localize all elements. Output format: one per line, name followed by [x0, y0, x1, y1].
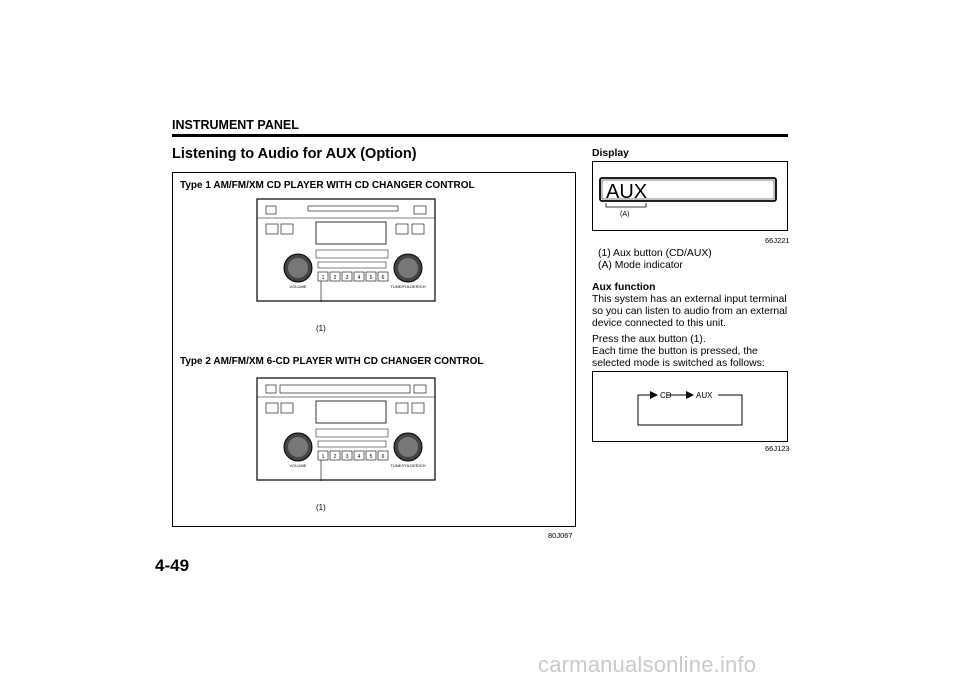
- figure-code: 80J067: [548, 531, 573, 540]
- preset-buttons: 1 2 3 4 5 6: [317, 271, 389, 282]
- aux-para1-line1: This system has an external input termin…: [592, 294, 787, 305]
- volume-label: VOLUME: [290, 463, 307, 468]
- aux-para2-line3: selected mode is switched as follows:: [592, 358, 765, 369]
- radio-unit-type2: 1 2 3 4 5 6 VOLUME TUNE/FOLDER/CH: [256, 377, 436, 481]
- preset-number: 3: [346, 275, 349, 281]
- preset-number: 2: [334, 275, 337, 281]
- mode-cycle-diagram: CD AUX: [592, 371, 788, 442]
- aux-para2-line2: Each time the button is pressed, the: [592, 346, 758, 357]
- arrow-icon: [650, 391, 658, 399]
- preset-button: [329, 271, 341, 282]
- preset-button: [377, 271, 389, 282]
- preset-number: 4: [358, 275, 361, 281]
- radio-figure: [172, 172, 576, 527]
- section-header: INSTRUMENT PANEL: [172, 118, 299, 132]
- preset-number: 5: [370, 454, 373, 460]
- volume-label: VOLUME: [290, 284, 307, 289]
- preset-number: 6: [382, 275, 385, 281]
- mode-indicator-label: (A): [620, 211, 629, 218]
- preset-number: 1: [322, 275, 325, 281]
- preset-button: [317, 271, 329, 282]
- mode-aux: AUX: [696, 391, 713, 400]
- preset-button: [365, 450, 377, 461]
- tune-label: TUNE/FOLDER/CH: [390, 463, 425, 468]
- preset-number: 2: [334, 454, 337, 460]
- callout-1-type1: (1): [316, 324, 326, 333]
- mode-cd: CD: [660, 391, 672, 400]
- preset-button: [377, 450, 389, 461]
- aux-function-heading: Aux function: [592, 282, 656, 293]
- display-figure: AUX (A): [592, 161, 788, 231]
- legend-a: (A) Mode indicator: [598, 260, 683, 271]
- mode-diagram-code: 66J123: [765, 444, 790, 453]
- display-text: AUX: [606, 181, 647, 203]
- callout-1-type2: (1): [316, 503, 326, 512]
- aux-para1-line3: device connected to this unit.: [592, 318, 727, 329]
- preset-button: [341, 271, 353, 282]
- arrow-icon: [686, 391, 694, 399]
- preset-buttons: 1 2 3 4 5 6: [317, 450, 389, 461]
- preset-button: [353, 450, 365, 461]
- preset-button: [341, 450, 353, 461]
- preset-number: 5: [370, 275, 373, 281]
- display-code: 66J221: [765, 236, 790, 245]
- watermark: carmanualsonline.info: [538, 652, 757, 677]
- legend-1: (1) Aux button (CD/AUX): [598, 248, 712, 259]
- tune-label: TUNE/FOLDER/CH: [390, 284, 425, 289]
- preset-button: [365, 271, 377, 282]
- preset-number: 6: [382, 454, 385, 460]
- header-rule: [172, 134, 788, 137]
- preset-number: 3: [346, 454, 349, 460]
- preset-number: 1: [322, 454, 325, 460]
- preset-button: [317, 450, 329, 461]
- display-heading: Display: [592, 148, 629, 159]
- radio-unit-type1: 1 2 3 4 5 6 VOLUME TUNE/FOLDER/CH: [256, 198, 436, 302]
- type1-label: Type 1 AM/FM/XM CD PLAYER WITH CD CHANGE…: [180, 180, 475, 191]
- type2-label: Type 2 AM/FM/XM 6-CD PLAYER WITH CD CHAN…: [180, 356, 484, 367]
- preset-button: [353, 271, 365, 282]
- preset-number: 4: [358, 454, 361, 460]
- page-title: Listening to Audio for AUX (Option): [172, 146, 417, 162]
- page-number: 4-49: [155, 556, 190, 575]
- aux-para2-line1: Press the aux button (1).: [592, 334, 706, 345]
- aux-para1-line2: so you can listen to audio from an exter…: [592, 306, 788, 317]
- preset-button: [329, 450, 341, 461]
